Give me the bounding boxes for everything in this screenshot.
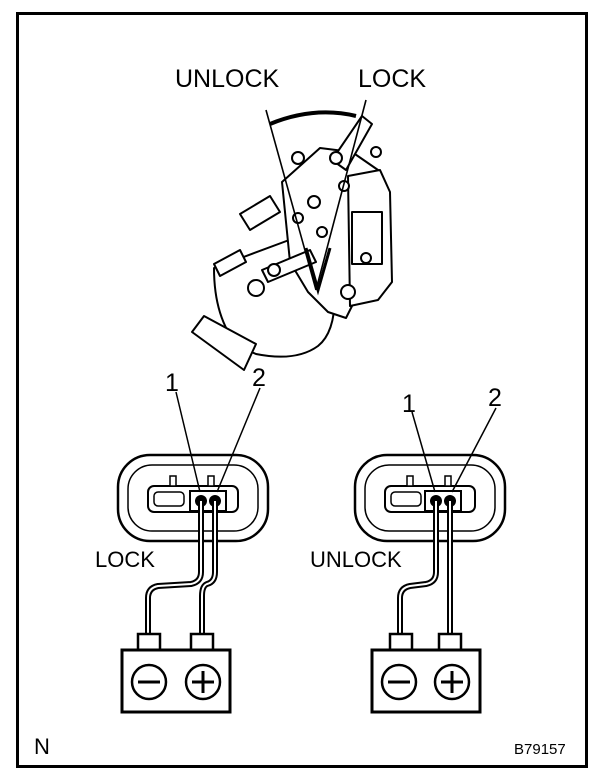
connector-right [353, 453, 507, 543]
battery-right [370, 632, 482, 714]
lock-label: LOCK [358, 65, 426, 93]
lock-range-line [315, 99, 367, 291]
diagram-frame [16, 12, 588, 768]
wiring-left-core [147, 501, 216, 636]
door-lock-motor-assembly [191, 115, 393, 371]
unlock-range-line [265, 109, 317, 291]
pin1-leader-left [175, 391, 201, 493]
range-arc [269, 110, 357, 126]
pin2-leader-left [216, 387, 261, 493]
pin2-label-left: 2 [252, 364, 266, 392]
unlock-label: UNLOCK [175, 65, 280, 93]
motor-end-cap [191, 315, 257, 371]
battery-left [120, 632, 232, 714]
wiring-right-core [399, 501, 451, 636]
lock-pointer [304, 247, 332, 296]
pin1-label-left: 1 [165, 369, 179, 397]
pin2-label-right: 2 [488, 384, 502, 412]
connector-left [116, 453, 270, 543]
figure-id: B79157 [514, 741, 566, 758]
mechanism-pins [247, 146, 382, 300]
corner-mark: N [34, 734, 50, 759]
unlock-state-label: UNLOCK [310, 547, 402, 572]
pin1-label-right: 1 [402, 390, 416, 418]
connector-stub [213, 249, 247, 277]
lock-state-label: LOCK [95, 547, 155, 572]
pin2-leader-right [451, 407, 497, 493]
actuator-rod [239, 195, 281, 231]
pin1-leader-right [411, 411, 436, 493]
